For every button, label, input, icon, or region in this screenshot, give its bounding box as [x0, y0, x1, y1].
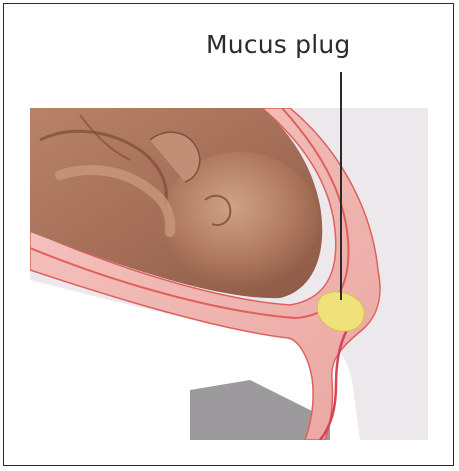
mucus-plug-label: Mucus plug [206, 30, 386, 59]
